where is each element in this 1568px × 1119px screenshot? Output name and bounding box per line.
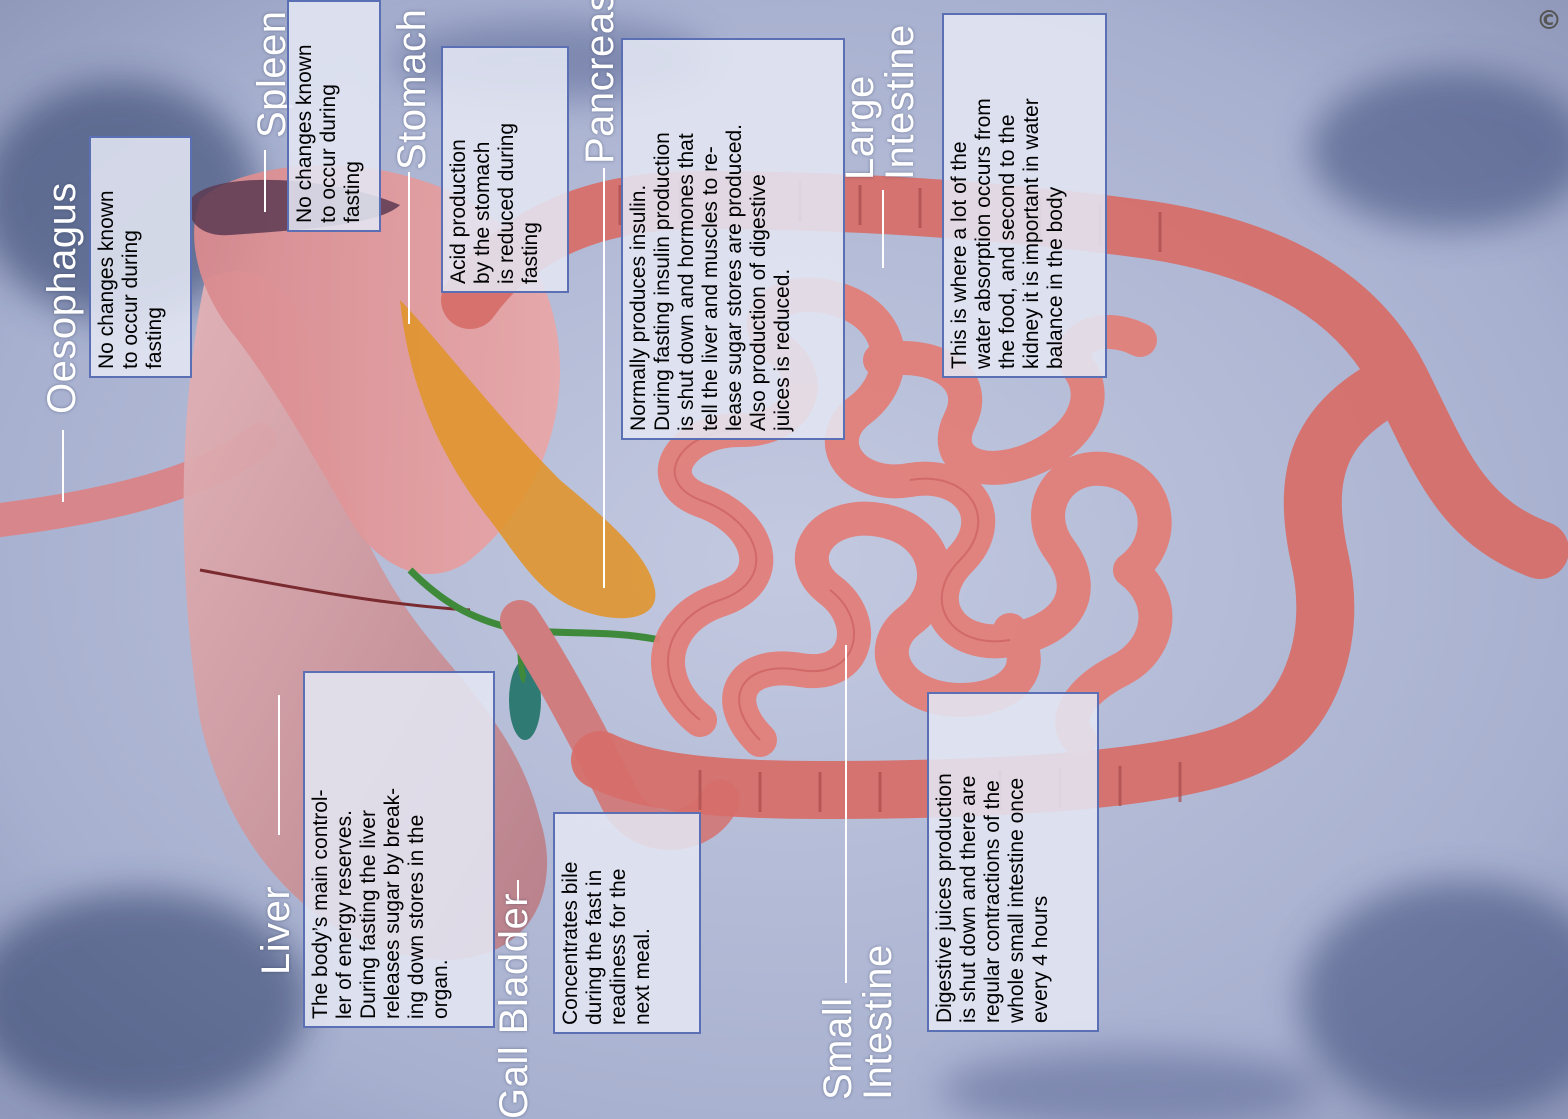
note-small-intestine: Digestive juices production is shut down…	[927, 692, 1099, 1032]
stomach-leader	[408, 172, 410, 324]
large-intestine-leader	[882, 190, 884, 268]
note-spleen: No changes known to occur during fasting	[287, 0, 381, 232]
note-pancreas: Normally produces insulin. During fastin…	[621, 38, 845, 440]
note-stomach: Acid production by the stomach is reduce…	[441, 46, 569, 293]
organ-label-pancreas: Pancreas	[580, 0, 620, 164]
organ-label-liver: Liver	[256, 886, 296, 975]
copyright-mark: ©	[1536, 6, 1566, 36]
organ-label-gall-bladder: Gall Bladder	[494, 893, 534, 1119]
pancreas-leader	[603, 168, 605, 588]
organ-label-large-intestine: Large Intestine	[840, 24, 920, 180]
liver-leader	[278, 695, 280, 835]
spleen-leader	[264, 150, 266, 212]
oesophagus-leader	[62, 430, 64, 502]
note-oesophagus: No changes known to occur during fasting	[89, 136, 192, 378]
organ-label-oesophagus: Oesophagus	[42, 182, 82, 414]
small-intestine-leader	[845, 645, 847, 983]
organ-label-spleen: Spleen	[252, 10, 292, 138]
organ-label-small-intestine: Small Intestine	[818, 944, 898, 1100]
note-gall-bladder: Concentrates bile during the fast in rea…	[553, 812, 701, 1034]
note-liver: The body’s main control- ler of energy r…	[303, 671, 495, 1028]
note-large-intestine: This is where a lot of the water absorpt…	[942, 13, 1107, 378]
organ-label-stomach: Stomach	[392, 9, 432, 170]
